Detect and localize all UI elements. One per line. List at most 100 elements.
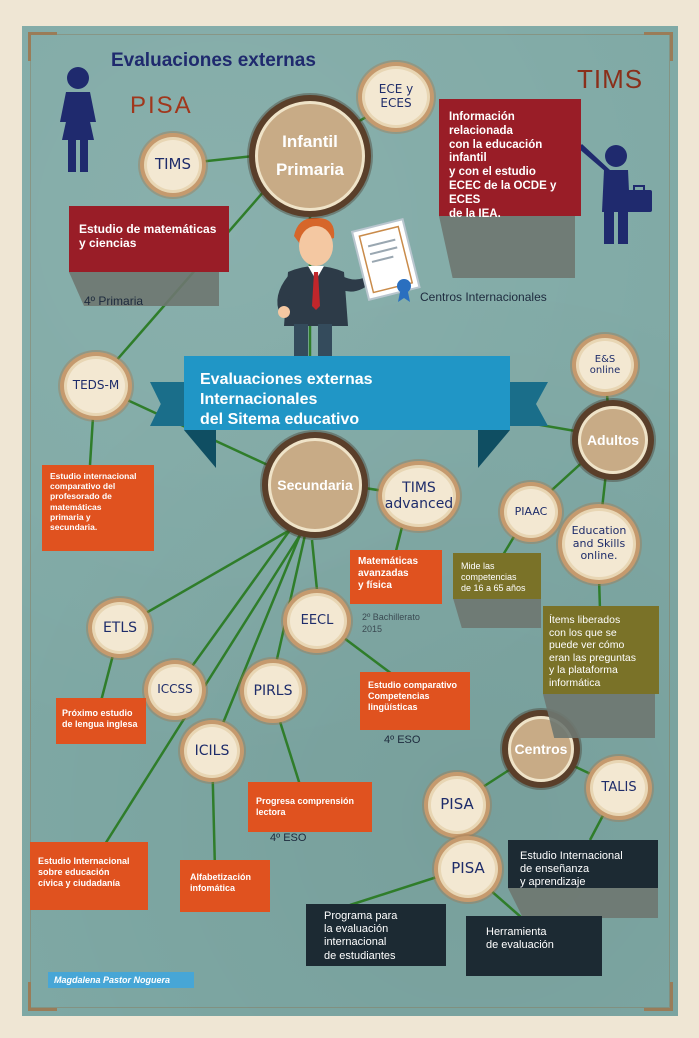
main-banner: Evaluaciones externas Internacionales de… [184, 356, 510, 430]
iccss-card: Estudio Internacional sobre educación cí… [30, 842, 148, 910]
teds-m-node[interactable]: TEDS-M [64, 356, 128, 416]
card-shadow [508, 888, 658, 918]
etls-card: Próximo estudio de lengua inglesa [56, 698, 146, 744]
note-centros-internacionales: Centros Internacionales [420, 290, 547, 304]
secundaria-hub-label: Secundaria [277, 476, 353, 493]
icils-label: ICILS [194, 742, 230, 759]
tims-primaria-node[interactable]: TIMS [144, 137, 202, 193]
etls-card-line-1: Próximo estudio [62, 708, 133, 718]
es-online-node[interactable]: E&S online [576, 338, 634, 392]
eecl-label: EECL [300, 612, 334, 628]
teds-card: Estudio internacional comparativo del pr… [42, 465, 154, 551]
icils-card-line-2: infomática [190, 882, 236, 893]
iccss-label: ICCSS [157, 682, 193, 697]
adultos-hub-label: Adultos [586, 431, 640, 448]
piaac-card: Mide las competencias de 16 a 65 años [453, 553, 541, 599]
tims-advanced-label-1: TIMS [402, 479, 436, 496]
teds-card-line-6: secundaria. [50, 521, 98, 532]
teds-card-line-1: Estudio internacional [50, 471, 137, 481]
eecl-card-line-1: Estudio comparativo [368, 680, 458, 690]
pisa-1-card: Programa para la evaluación internaciona… [306, 904, 446, 966]
pirls-label: PIRLS [253, 682, 293, 699]
talis-card-line-3: y aprendizaje [520, 876, 586, 889]
piaac-label: PIAAC [514, 504, 548, 518]
businessman-icon [578, 144, 652, 244]
es-card-line-2: con los que se [549, 626, 617, 639]
woman-icon [60, 67, 96, 172]
frame-corner [28, 982, 57, 1011]
pisa-2-card-line-1: Herramienta [486, 926, 547, 938]
tims-primaria-label: TIMS [154, 155, 192, 174]
piaac-card-line-1: Mide las [461, 561, 495, 571]
frame-corner [28, 32, 57, 61]
pisa-1-card-line-2: la evaluación [324, 923, 389, 936]
pisa-1-card-line-4: de estudiantes [324, 949, 396, 962]
decorative-frame [30, 34, 670, 1008]
note-bachillerato-1: 2º Bachillerato [362, 612, 420, 622]
tims-advanced-label-2: advanced [384, 496, 454, 512]
talis-node[interactable]: TALIS [590, 760, 648, 816]
secundaria-hub-node[interactable]: Secundaria [268, 438, 362, 532]
education-skills-node[interactable]: Education and Skills online. [562, 508, 636, 580]
pisa-1-card-line-1: Programa para [324, 910, 398, 922]
etls-label: ETLS [102, 619, 138, 636]
pisa-heading: PISA [130, 92, 193, 119]
icils-node[interactable]: ICILS [184, 724, 240, 778]
etls-card-line-2: de lengua inglesa [62, 718, 138, 729]
pisa-2-card: Herramienta de evaluación [466, 916, 602, 976]
ece-eces-node[interactable]: ECE y ECES [362, 66, 430, 128]
pisa-node-2[interactable]: PISA [438, 840, 498, 898]
card-shadow [543, 694, 655, 738]
es-card-line-4: eran las preguntas [549, 651, 636, 664]
card-shadow [69, 272, 219, 306]
tims-advanced-node[interactable]: TIMS advanced [382, 465, 456, 527]
es-online-card: Ítems liberados con los que se puede ver… [543, 606, 659, 694]
businessman-certificate-icon [277, 217, 421, 373]
primaria-hub-label-1: Infantil [282, 132, 338, 152]
piaac-card-line-2: competencias [461, 571, 517, 582]
etls-node[interactable]: ETLS [92, 602, 148, 654]
tims-advanced-card-line-3: y física [358, 580, 392, 591]
iccss-card-line-2: sobre educación [38, 866, 110, 877]
pisa-1-card-line-3: internacional [324, 936, 387, 949]
pisa-2-card-line-2: de evaluación [486, 939, 554, 952]
pirls-card-line-1: Progresa comprensión [256, 796, 355, 806]
adultos-hub-node[interactable]: Adultos [578, 406, 648, 474]
es-card-line-1: Ítems liberados [549, 614, 621, 626]
talis-card: Estudio Internacional de enseñanza y apr… [508, 840, 658, 888]
ece-card: Información relacionada con la educación… [439, 99, 581, 220]
note-cuarto-eso-2: 4º ESO [270, 832, 307, 844]
pisa-2-label: PISA [451, 859, 485, 878]
iccss-card-line-3: cívica y ciudadanía [38, 877, 121, 888]
banner-line-1: Evaluaciones externas Internacionales [200, 371, 373, 408]
es-card-line-6: informática [549, 676, 601, 689]
es-card-line-3: puede ver cómo [549, 639, 625, 652]
es-card-line-5: y la plataforma [549, 664, 618, 677]
pirls-card: Progresa comprensión lectora [248, 782, 372, 832]
eecl-node[interactable]: EECL [287, 593, 347, 649]
page-title: Evaluaciones externas [111, 50, 316, 71]
talis-label: TALIS [601, 779, 637, 795]
ece-eces-label: ECE y ECES [378, 82, 414, 110]
tims-advanced-card-line-2: avanzadas [358, 568, 409, 579]
tims-card-line-2: y ciencias [79, 236, 137, 251]
pisa-node-1[interactable]: PISA [428, 776, 486, 834]
iccss-node[interactable]: ICCSS [148, 664, 202, 716]
education-skills-label-2: and Skills [572, 536, 626, 550]
centros-hub-label: Centros [514, 740, 568, 757]
note-cuarto-primaria: 4º Primaria [84, 294, 144, 308]
teds-card-line-3: profesorado de [50, 491, 112, 502]
primaria-hub-node[interactable]: Infantil Primaria [255, 101, 365, 211]
pirls-node[interactable]: PIRLS [244, 663, 302, 719]
ece-card-line-1: Información relacionada [449, 111, 515, 137]
iccss-card-line-1: Estudio Internacional [38, 856, 130, 866]
tims-heading: TIMS [577, 64, 644, 94]
pirls-card-line-2: lectora [256, 806, 286, 817]
frame-corner [644, 32, 673, 61]
tims-card-line-1: Estudio de matemáticas [79, 222, 217, 236]
note-bachillerato-2: 2015 [362, 624, 383, 634]
piaac-node[interactable]: PIAAC [504, 486, 558, 538]
icils-card-line-1: Alfabetización [190, 872, 252, 882]
teds-card-line-5: primaria y [50, 511, 91, 522]
